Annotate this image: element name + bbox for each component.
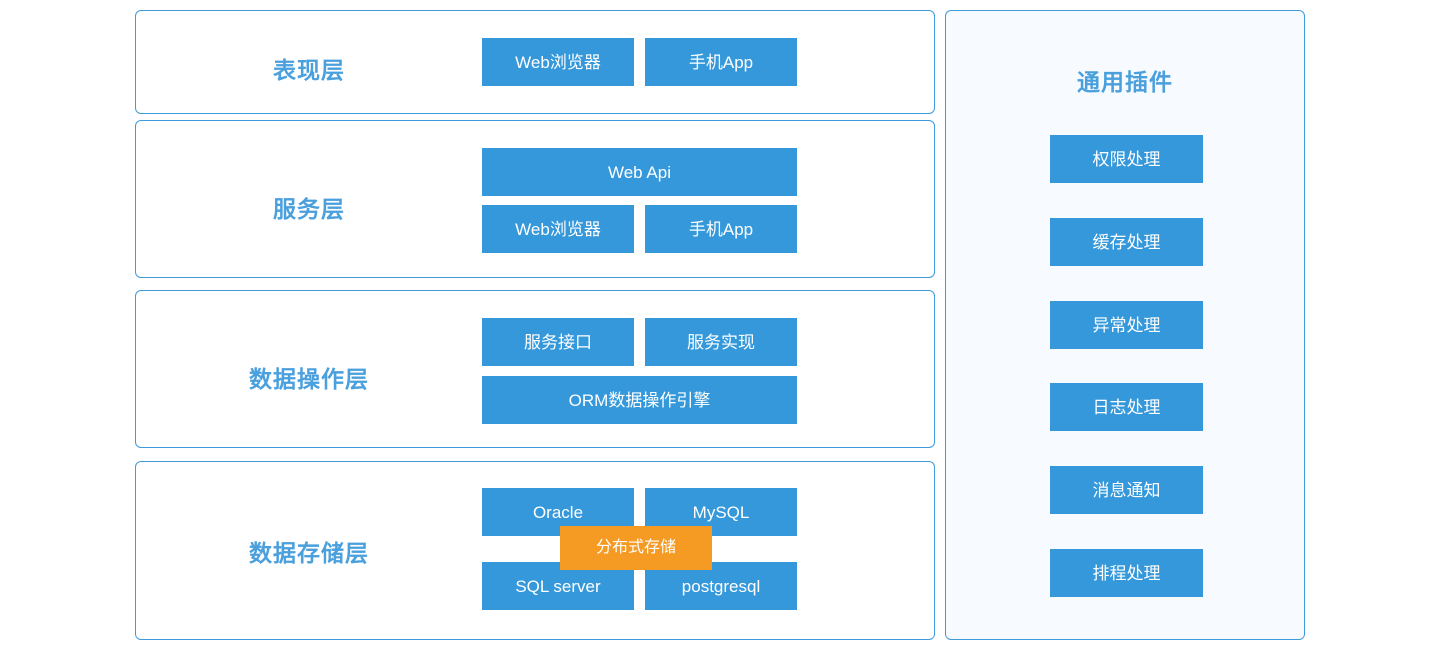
box-data-operation-orm-engine[interactable]: ORM数据操作引擎 <box>482 376 797 424</box>
plugin-box-schedule[interactable]: 排程处理 <box>1050 549 1203 597</box>
layer-panel-presentation: 表现层 Web浏览器 手机App <box>135 10 935 114</box>
box-service-mobile-app[interactable]: 手机App <box>645 205 797 253</box>
box-data-storage-oracle[interactable]: Oracle <box>482 488 634 536</box>
plugin-box-log[interactable]: 日志处理 <box>1050 383 1203 431</box>
plugin-panel: 通用插件 权限处理 缓存处理 异常处理 日志处理 消息通知 排程处理 <box>945 10 1305 640</box>
layer-panel-data-storage: 数据存储层 Oracle MySQL SQL server postgresql… <box>135 461 935 640</box>
layer-title-data-operation: 数据操作层 <box>249 366 369 392</box>
layer-title-presentation: 表现层 <box>273 57 345 83</box>
plugin-box-permission[interactable]: 权限处理 <box>1050 135 1203 183</box>
box-presentation-mobile-app[interactable]: 手机App <box>645 38 797 86</box>
layer-panel-service: 服务层 Web Api Web浏览器 手机App <box>135 120 935 278</box>
layer-title-data-storage: 数据存储层 <box>249 540 369 566</box>
plugin-panel-title: 通用插件 <box>1077 69 1173 95</box>
layer-panel-data-operation: 数据操作层 服务接口 服务实现 ORM数据操作引擎 <box>135 290 935 448</box>
plugin-box-cache[interactable]: 缓存处理 <box>1050 218 1203 266</box>
plugin-box-exception[interactable]: 异常处理 <box>1050 301 1203 349</box>
box-data-storage-distributed-storage[interactable]: 分布式存储 <box>560 526 712 570</box>
box-data-operation-service-interface[interactable]: 服务接口 <box>482 318 634 366</box>
box-data-storage-postgresql[interactable]: postgresql <box>645 562 797 610</box>
box-data-operation-service-implementation[interactable]: 服务实现 <box>645 318 797 366</box>
plugin-box-message-notification[interactable]: 消息通知 <box>1050 466 1203 514</box>
box-service-web-api[interactable]: Web Api <box>482 148 797 196</box>
layer-title-service: 服务层 <box>273 196 345 222</box>
box-service-web-browser[interactable]: Web浏览器 <box>482 205 634 253</box>
box-data-storage-sql-server[interactable]: SQL server <box>482 562 634 610</box>
box-presentation-web-browser[interactable]: Web浏览器 <box>482 38 634 86</box>
